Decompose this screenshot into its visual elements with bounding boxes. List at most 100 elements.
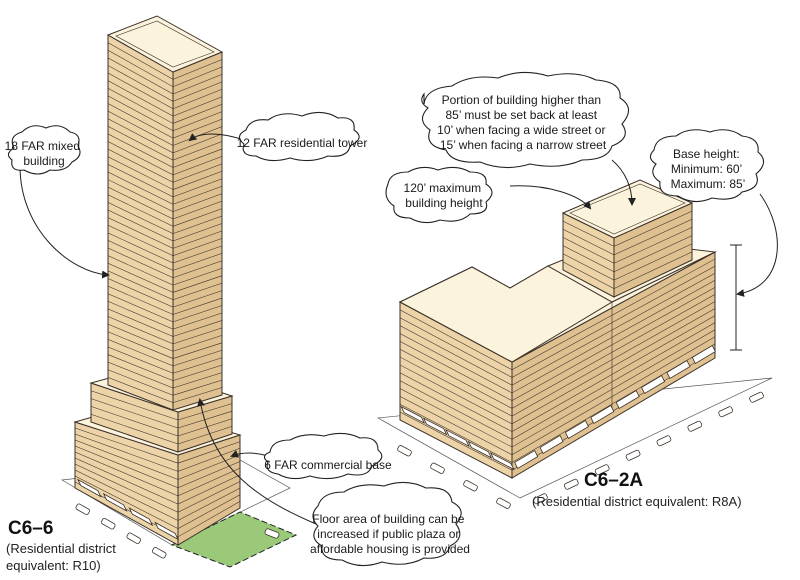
floor-line (107, 240, 174, 271)
floor-line (172, 193, 223, 212)
floor-line (613, 243, 693, 281)
floor-line (562, 229, 615, 256)
label-base-height: Base height: Minimum: 60’ Maximum: 85’ (671, 147, 746, 191)
floor-line (107, 95, 174, 132)
storefront-awning (467, 440, 493, 459)
floor-line (107, 57, 174, 95)
floor-line (511, 287, 716, 401)
base-height-dimension (730, 244, 742, 351)
floor-line (511, 322, 716, 440)
parked-car (463, 480, 478, 492)
floor-line (107, 224, 174, 256)
storefront-awning (102, 492, 128, 512)
label-floor-area-bonus: Floor area of building can be increased … (310, 512, 470, 556)
floor-line (613, 251, 693, 289)
floor-line (562, 261, 615, 289)
label-mixed-building: 18 FAR mixed building (5, 139, 84, 168)
floor-line (177, 454, 241, 480)
floor-line (511, 329, 716, 448)
floor-line (107, 171, 174, 205)
floor-line (399, 404, 513, 463)
floor-line (172, 66, 223, 87)
parked-car (397, 445, 412, 457)
storefront-awning (615, 390, 640, 409)
floor-line (399, 348, 513, 409)
floor-line (177, 501, 241, 538)
storefront-awning (691, 345, 716, 364)
storefront-awning (539, 435, 564, 454)
floor-line (107, 316, 174, 345)
floor-line (177, 467, 241, 497)
floor-line (511, 301, 716, 417)
floor-line (511, 258, 716, 370)
upper-roof (561, 179, 694, 239)
floor-line (613, 235, 693, 272)
floor-line (613, 219, 693, 256)
floor-line (399, 396, 513, 456)
floor-line (172, 223, 223, 242)
floor-line (399, 317, 513, 378)
floor-line (107, 339, 174, 367)
storefront-awning (400, 405, 426, 424)
storefront-awning (422, 417, 448, 436)
floor-line (74, 445, 179, 488)
c6-2a-building (376, 179, 773, 509)
storefront-awning (514, 450, 539, 469)
floor-line (172, 320, 223, 337)
floor-line (399, 388, 513, 448)
parked-car (749, 391, 764, 403)
floor-line (172, 342, 223, 359)
floor-line (107, 263, 174, 293)
floor-line (107, 293, 174, 323)
floor-line (74, 427, 179, 464)
label-setback-rule: Portion of building higher than 85’ must… (437, 93, 609, 152)
floor-line (172, 215, 223, 234)
floor-line (107, 377, 174, 403)
floor-line (172, 245, 223, 264)
floor-line (107, 285, 174, 315)
floor-line (107, 202, 174, 234)
floor-line (399, 364, 513, 425)
floor-line (107, 247, 174, 278)
floor-line (107, 133, 174, 168)
floor-line (74, 451, 179, 497)
floor-line (177, 474, 241, 505)
floor-line (172, 171, 223, 190)
floor-line (172, 260, 223, 278)
floor-line (172, 312, 223, 330)
floor-line (107, 255, 174, 286)
floor-line (107, 65, 174, 102)
floor-line (562, 253, 615, 281)
floor-line (107, 126, 174, 161)
parked-car (625, 449, 641, 461)
storefront-awning (564, 420, 589, 439)
callout-max-height: 120’ maximum building height (385, 166, 592, 224)
floor-line (107, 80, 174, 117)
c6-6-building (60, 15, 298, 568)
floor-line (177, 418, 233, 437)
storefront-awning (128, 507, 154, 527)
floor-line (107, 308, 174, 337)
floor-line (172, 230, 223, 249)
floor-line (399, 309, 513, 370)
floor-line (172, 282, 223, 301)
c6-6-storefronts (76, 478, 180, 541)
parked-car (101, 518, 116, 530)
label-max-height: 120’ maximum building height (404, 181, 485, 210)
floor-line (172, 96, 223, 117)
floor-line (107, 331, 174, 359)
label-commercial-base: 6 FAR commercial base (264, 458, 392, 472)
floor-line (172, 74, 223, 95)
district-label-c6-6: C6–6 (Residential district equivalent: R… (6, 518, 116, 573)
storefront-awning (641, 375, 666, 394)
floor-line (172, 349, 223, 367)
parked-car (718, 406, 734, 418)
floor-line (511, 272, 716, 386)
floor-line (172, 185, 223, 205)
floor-line (613, 227, 693, 264)
c6-2a-cars (397, 391, 764, 509)
floor-line (172, 156, 223, 176)
floor-line (90, 398, 179, 429)
label-residential-tower: 12 FAR residential tower (237, 136, 368, 150)
